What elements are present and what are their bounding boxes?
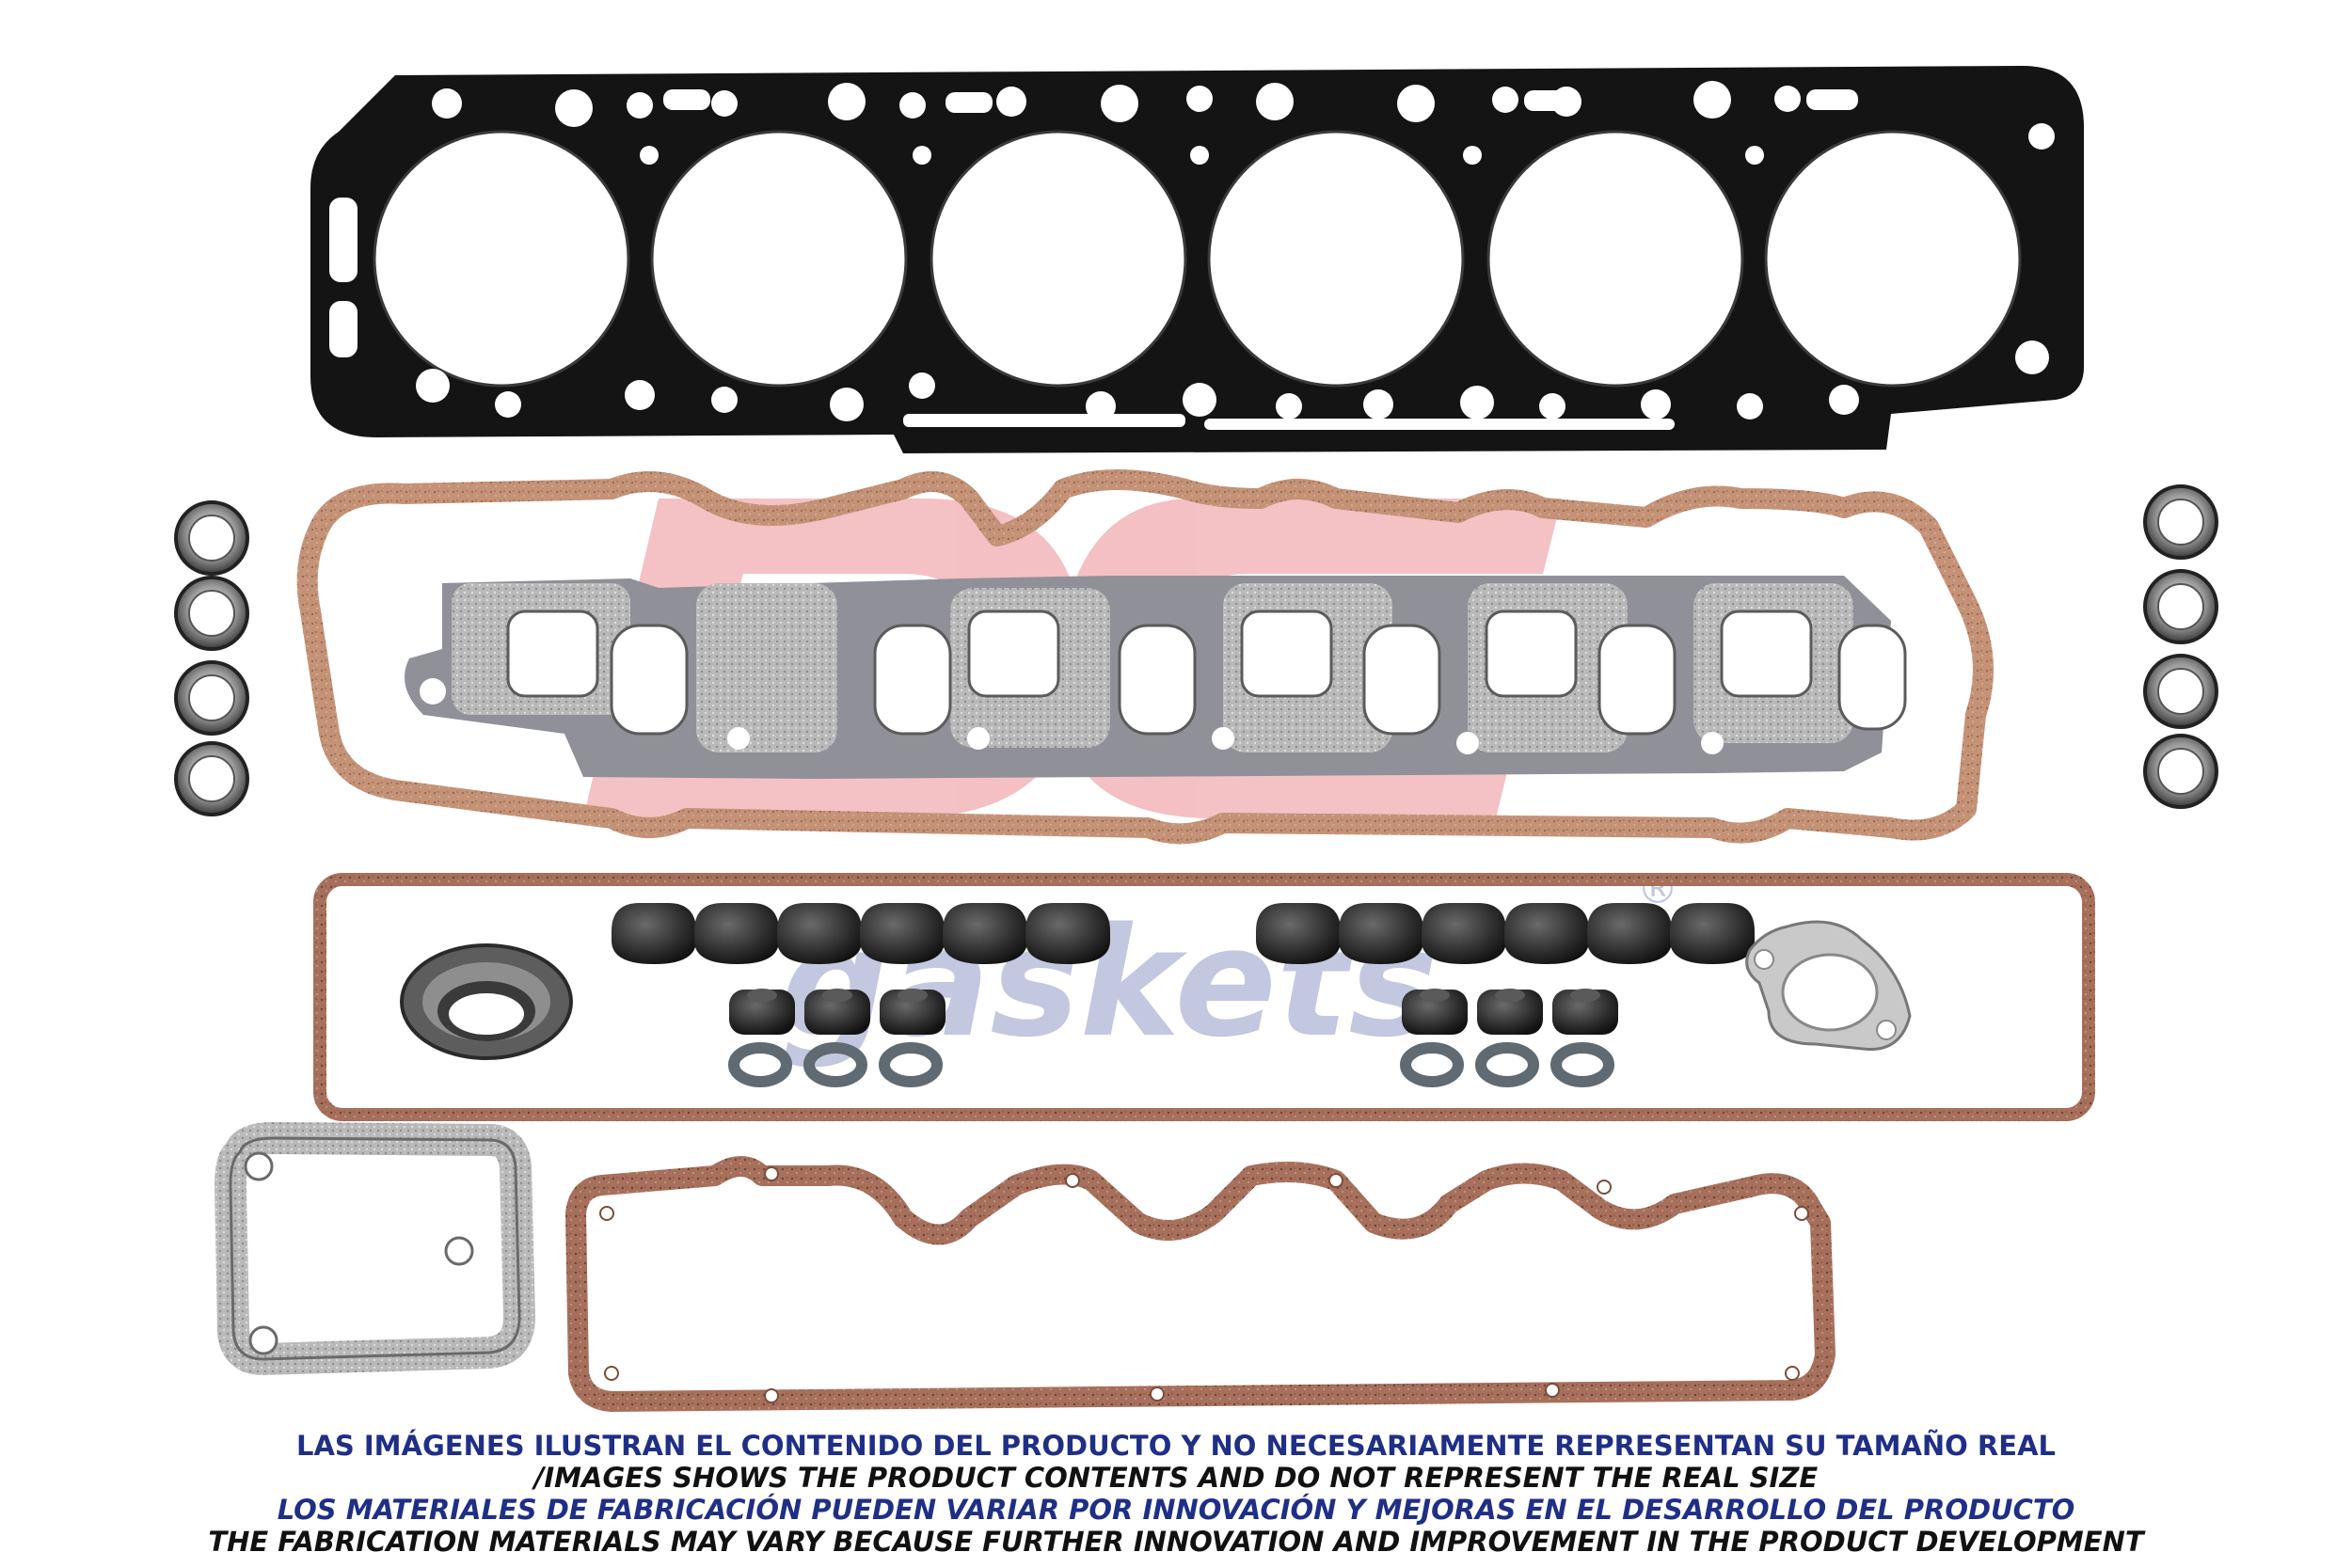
thermostat-gasket	[1745, 920, 1912, 1052]
flat-rings-left	[728, 1042, 943, 1087]
disclaimer-line-3: LOS MATERIALES DE FABRICACIÓN PUEDEN VAR…	[277, 1494, 2075, 1526]
side-cover-gasket	[214, 1121, 536, 1376]
left-o-rings	[174, 500, 249, 816]
valve-stem-seals-right	[1256, 903, 1755, 964]
head-gasket	[310, 66, 2084, 453]
rocker-cover-frame-gasket	[313, 873, 2095, 1121]
valve-cover-gasket-upper	[296, 469, 1994, 845]
disclaimer-line-1: LAS IMÁGENES ILUSTRAN EL CONTENIDO DEL P…	[295, 1430, 2056, 1462]
exhaust-ports	[506, 610, 1907, 736]
small-seals-left	[729, 989, 946, 1035]
valve-cover-gasket-lower	[565, 1156, 1836, 1412]
disclaimer-line-2: /IMAGES SHOWS THE PRODUCT CONTENTS AND D…	[533, 1462, 1819, 1494]
right-o-rings	[2143, 484, 2218, 809]
small-seals-right	[1402, 989, 1618, 1035]
exhaust-manifold-gasket	[405, 576, 1907, 779]
disclaimer-line-4: THE FABRICATION MATERIALS MAY VARY BECAU…	[208, 1526, 2144, 1558]
flat-rings-right	[1400, 1042, 1614, 1087]
head-gasket-holes	[329, 81, 2055, 430]
cylinder-bores	[373, 130, 2022, 388]
exhaust-donut-seal	[400, 943, 573, 1060]
valve-stem-seals-left	[612, 903, 1110, 964]
